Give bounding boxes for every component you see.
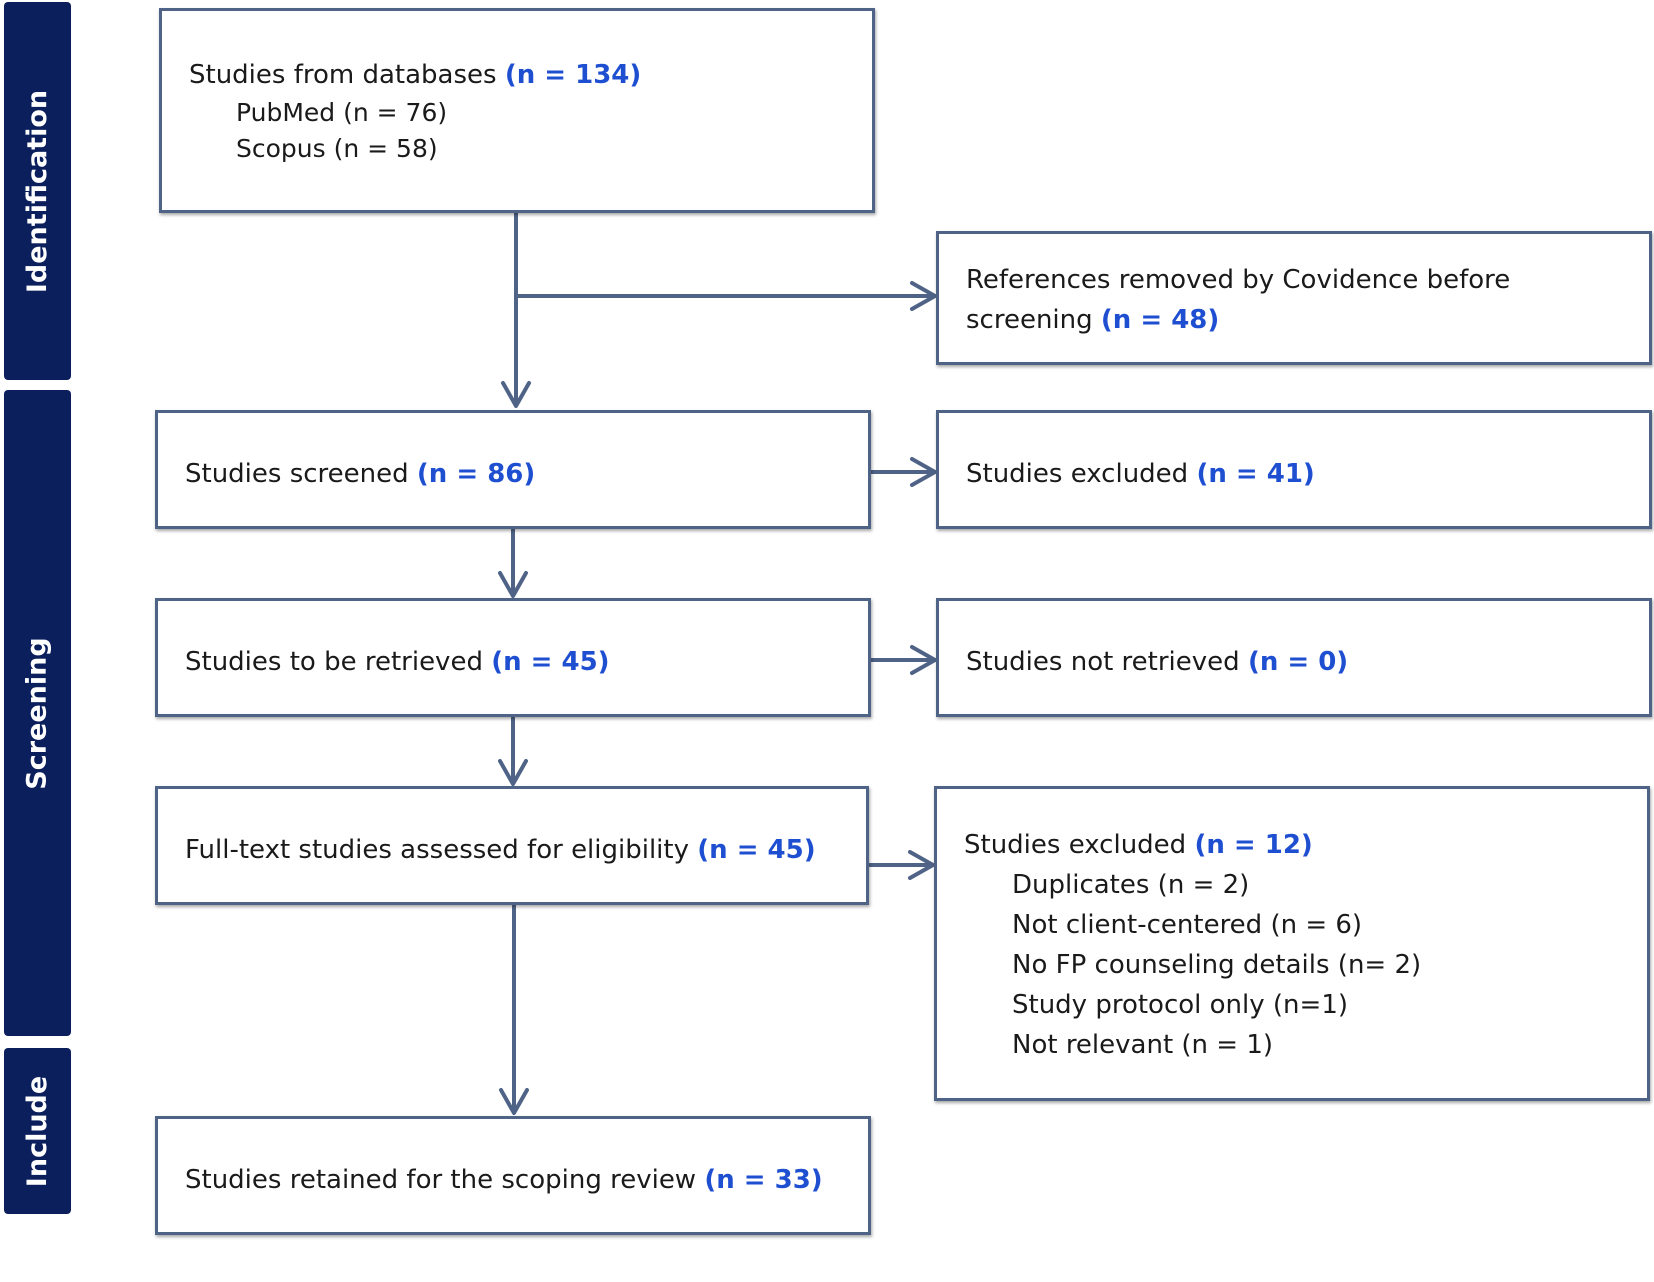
databases-item-pubmed: PubMed (n = 76)	[236, 98, 448, 127]
screened-label: Studies screened	[185, 459, 417, 489]
eligibility-count: (n = 45)	[697, 835, 816, 865]
excluded-full-label: Studies excluded	[964, 830, 1195, 860]
retrieved-count: (n = 45)	[491, 647, 610, 677]
retained-label: Studies retained for the scoping review	[185, 1165, 705, 1195]
excluded-screen-line: Studies excluded (n = 41)	[966, 461, 1315, 487]
excluded-full-count: (n = 12)	[1194, 830, 1313, 860]
excluded-screen-label: Studies excluded	[966, 459, 1197, 489]
arrowhead-retrieved	[498, 571, 528, 598]
removed-count: (n = 48)	[1100, 305, 1220, 335]
phase-screening: Screening	[4, 390, 71, 1036]
screened-count: (n = 86)	[416, 459, 536, 489]
retrieved-label: Studies to be retrieved	[185, 647, 492, 677]
not-retrieved-count: (n = 0)	[1247, 647, 1349, 677]
not-retrieved-line: Studies not retrieved (n = 0)	[966, 649, 1348, 675]
removed-line-1: References removed by Covidence before	[966, 265, 1511, 295]
databases-count: (n = 134)	[504, 60, 642, 90]
removed-line-2: screening (n = 48)	[966, 307, 1219, 333]
removed-label: screening	[966, 305, 1101, 335]
screened-line: Studies screened (n = 86)	[185, 461, 535, 487]
box-retrieved: Studies to be retrieved (n = 45)	[155, 598, 871, 717]
arrowhead-not-retrieved	[910, 645, 937, 675]
databases-item-scopus: Scopus (n = 58)	[236, 134, 438, 163]
box-retained: Studies retained for the scoping review …	[155, 1116, 871, 1235]
excluded-full-heading: Studies excluded (n = 12)	[964, 832, 1313, 858]
box-excluded-full: Studies excluded (n = 12) Duplicates (n …	[934, 786, 1650, 1101]
eligibility-label: Full-text studies assessed for eligibili…	[185, 835, 698, 865]
excluded-reason-protocol-only: Study protocol only (n=1)	[1012, 990, 1349, 1020]
excluded-reason-duplicates: Duplicates (n = 2)	[1012, 870, 1250, 900]
excluded-reason-no-fp-details: No FP counseling details (n= 2)	[1012, 950, 1422, 980]
retained-count: (n = 33)	[704, 1165, 823, 1195]
excluded-reason-not-relevant: Not relevant (n = 1)	[1012, 1030, 1274, 1060]
databases-heading: Studies from databases (n = 134)	[189, 62, 641, 88]
box-excluded-screen: Studies excluded (n = 41)	[936, 410, 1652, 529]
arrowhead-excluded-screen	[910, 457, 937, 487]
arrowhead-retained	[499, 1088, 529, 1115]
excluded-reason-not-client-centered: Not client-centered (n = 6)	[1012, 910, 1363, 940]
eligibility-line: Full-text studies assessed for eligibili…	[185, 837, 816, 863]
box-eligibility: Full-text studies assessed for eligibili…	[155, 786, 869, 905]
arrowhead-screened	[501, 381, 531, 408]
retained-line: Studies retained for the scoping review …	[185, 1167, 823, 1193]
excluded-screen-count: (n = 41)	[1196, 459, 1315, 489]
arrowhead-excluded-full	[908, 850, 935, 880]
arrowhead-eligibility	[498, 759, 528, 786]
box-screened: Studies screened (n = 86)	[155, 410, 871, 529]
phase-include: Include	[4, 1048, 71, 1214]
arrowhead-removed	[910, 281, 937, 311]
phase-identification: Identification	[4, 2, 71, 380]
not-retrieved-label: Studies not retrieved	[966, 647, 1248, 677]
box-removed: References removed by Covidence before s…	[936, 231, 1652, 365]
box-not-retrieved: Studies not retrieved (n = 0)	[936, 598, 1652, 717]
box-databases: Studies from databases (n = 134) PubMed …	[159, 8, 875, 213]
databases-label: Studies from databases	[189, 60, 505, 90]
retrieved-line: Studies to be retrieved (n = 45)	[185, 649, 610, 675]
